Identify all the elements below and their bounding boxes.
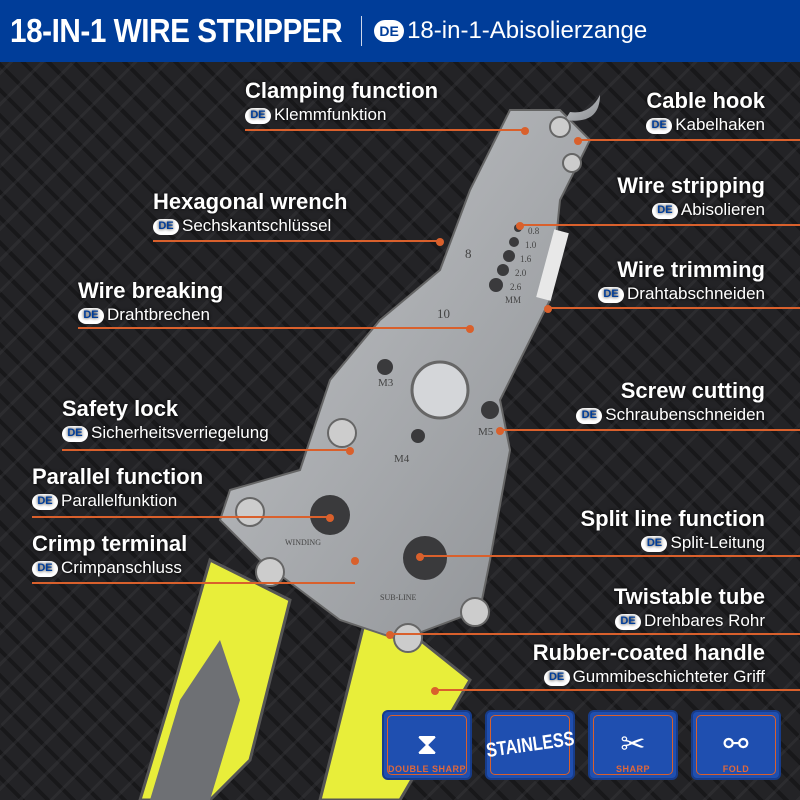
svg-text:SUB-LINE: SUB-LINE — [380, 593, 417, 602]
product-title: 18-IN-1 WIRE STRIPPER — [10, 12, 343, 49]
callout-line — [62, 449, 350, 451]
header-bar: 18-IN-1 WIRE STRIPPER DE 18-in-1-Abisoli… — [0, 0, 800, 62]
feature-badges: ⧗DOUBLE SHARP STAINLESS ✂SHARP ⚯FOLD — [382, 710, 781, 780]
callout-line — [548, 307, 800, 309]
badge-double-sharp: ⧗DOUBLE SHARP — [382, 710, 472, 780]
callout-line — [32, 582, 355, 584]
svg-text:M5: M5 — [478, 426, 494, 438]
svg-text:8: 8 — [465, 246, 472, 261]
product-subtitle-de: 18-in-1-Abisolierzange — [407, 17, 648, 44]
badge-stainless: STAINLESS — [485, 710, 575, 780]
callout-line — [435, 689, 800, 691]
svg-text:1.6: 1.6 — [520, 254, 532, 264]
cable-hook — [565, 95, 600, 121]
badge-sharp: ✂SHARP — [588, 710, 678, 780]
callout-line — [153, 240, 440, 242]
callout-line — [390, 633, 800, 635]
svg-text:1.0: 1.0 — [525, 240, 537, 250]
svg-text:MM: MM — [505, 295, 521, 305]
badge-fold: ⚯FOLD — [691, 710, 781, 780]
hourglass-icon: ⧗ — [416, 728, 438, 761]
callout-line — [245, 129, 525, 131]
svg-text:M4: M4 — [394, 453, 410, 465]
folding-scissors-icon: ⚯ — [723, 728, 749, 761]
svg-text:M3: M3 — [378, 377, 394, 389]
svg-text:2.6: 2.6 — [510, 282, 522, 292]
handle-right — [318, 597, 472, 800]
callout-line — [32, 516, 330, 518]
svg-text:2.0: 2.0 — [515, 268, 527, 278]
callout-line — [500, 429, 800, 431]
svg-text:0.8: 0.8 — [528, 226, 540, 236]
scissors-icon: ✂ — [620, 728, 646, 761]
callout-line — [520, 224, 800, 226]
svg-text:10: 10 — [437, 306, 450, 321]
callout-line — [420, 555, 800, 557]
callout-line — [578, 139, 800, 141]
divider — [361, 16, 363, 46]
svg-text:WINDING: WINDING — [285, 538, 321, 547]
de-flag-badge: DE — [374, 20, 405, 42]
callout-line — [78, 327, 470, 329]
